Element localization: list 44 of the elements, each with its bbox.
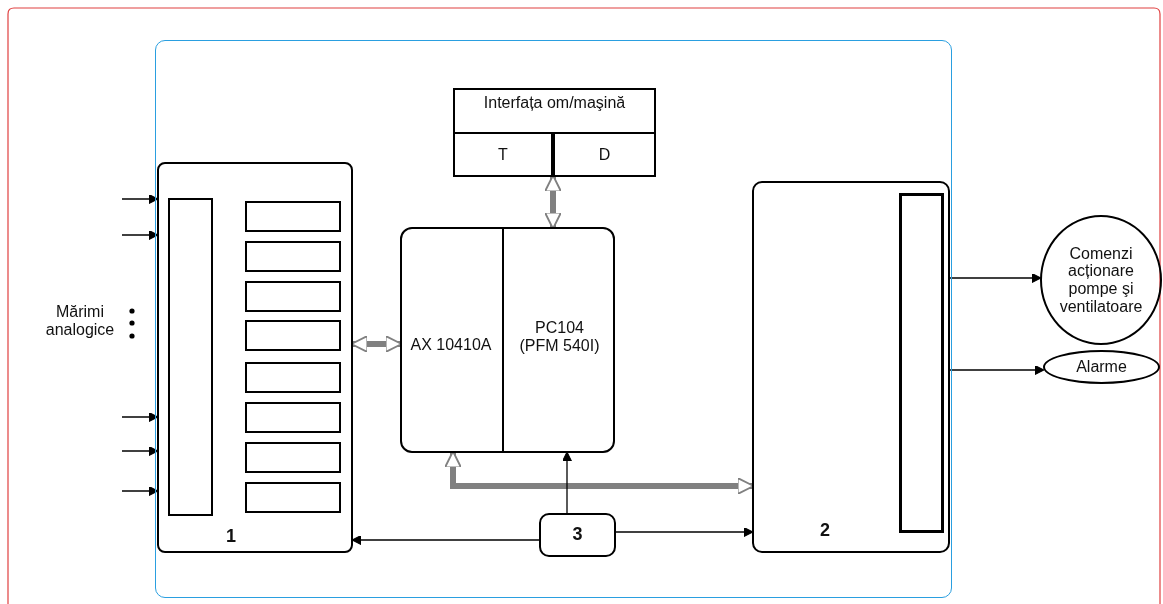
interface-box bbox=[453, 88, 656, 177]
bus-arrow bbox=[350, 335, 403, 353]
arrow bbox=[561, 451, 573, 514]
channel-slot bbox=[245, 402, 341, 433]
output-module-box bbox=[752, 181, 950, 553]
input-label: Mărimi analogice bbox=[44, 303, 116, 339]
output-text: Comenzi acționare pompe şi ventilatoare bbox=[1058, 244, 1144, 316]
board-name: AX 10410A bbox=[410, 336, 492, 354]
channel-slot bbox=[245, 482, 341, 513]
output-bar bbox=[899, 193, 944, 533]
multiplexer-bar bbox=[168, 198, 213, 516]
arrow bbox=[121, 411, 159, 423]
arrow bbox=[615, 526, 754, 538]
input-module-box bbox=[157, 162, 353, 553]
arrow bbox=[351, 534, 540, 546]
bus-arrow bbox=[444, 450, 755, 495]
bus-arrow bbox=[544, 174, 562, 230]
arrow bbox=[121, 193, 159, 205]
channel-slot bbox=[245, 281, 341, 312]
block-number: 1 bbox=[226, 527, 236, 547]
cell-text: T bbox=[498, 145, 508, 164]
interface-title: Interfața om/maşină bbox=[483, 94, 626, 112]
channel-slot bbox=[245, 201, 341, 232]
board-name: PC104 (PFM 540I) bbox=[518, 319, 601, 355]
keyboard-cell bbox=[453, 132, 553, 177]
arrow bbox=[949, 364, 1045, 376]
display-cell bbox=[553, 132, 656, 177]
output-text: Alarme bbox=[1076, 358, 1127, 376]
arrow bbox=[121, 445, 159, 457]
computer-box bbox=[400, 227, 615, 453]
channel-slot bbox=[245, 320, 341, 351]
channel-slot bbox=[245, 362, 341, 393]
power-block bbox=[539, 513, 616, 557]
arrow bbox=[121, 229, 159, 241]
block-number: 3 bbox=[572, 525, 583, 545]
system-panel bbox=[155, 40, 952, 598]
channel-slot bbox=[245, 442, 341, 473]
channel-slot bbox=[245, 241, 341, 272]
cell-text: D bbox=[598, 145, 611, 164]
arrow bbox=[121, 485, 159, 497]
alarm-ellipse bbox=[1043, 350, 1160, 384]
output-circle bbox=[1040, 215, 1162, 345]
block-number: 2 bbox=[820, 521, 830, 541]
arrow bbox=[949, 272, 1042, 284]
